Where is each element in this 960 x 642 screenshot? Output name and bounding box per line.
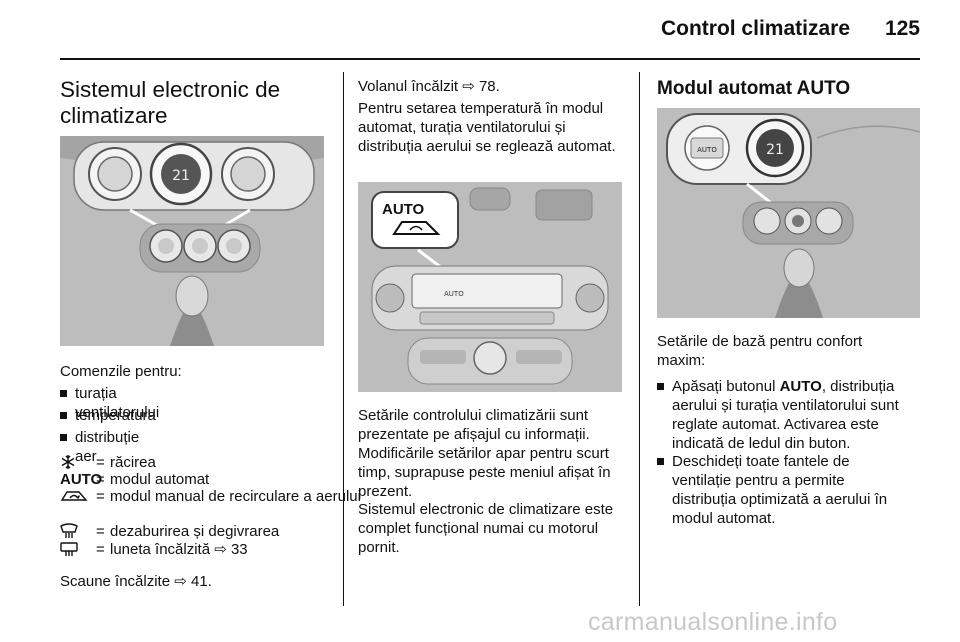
equals-sign: = [96, 488, 105, 505]
rear-window-heating-icon [60, 541, 96, 562]
list-item-text: Apăsați butonul AUTO, distribuția aerulu… [672, 377, 922, 453]
definition-text: modul automat [110, 471, 210, 488]
page-header-title: Control climatizare [660, 17, 850, 40]
svg-text:21: 21 [172, 168, 190, 184]
definition-text: dezaburirea și degivrarea [110, 523, 280, 540]
list-item-text: temperatura [75, 407, 156, 424]
controls-intro: Comenzile pentru: [60, 363, 182, 380]
definition-text: modul manual de recirculare a aerului [110, 488, 361, 505]
settings-intro: Setările de bază pentru confort maxim: [657, 333, 863, 369]
column-divider-1 [343, 72, 344, 606]
watermark: carmanualsonline.info [588, 608, 838, 636]
list-item-text: Deschideți toate fantele de ventilație p… [672, 453, 888, 527]
figure-display-text: 21 [766, 142, 784, 158]
heated-seats-reference: Scaune încălzite ⇨ 41. [60, 573, 212, 590]
heated-wheel-reference: Volanul încălzit ⇨ 78. [358, 78, 500, 95]
bullet1-prefix: Apăsați butonul [672, 378, 780, 395]
equals-sign: = [96, 541, 105, 558]
header-rule [60, 58, 920, 60]
figure-auto-button-label: AUTO [697, 146, 717, 154]
list-item-text: distribuție aer [75, 429, 140, 465]
auto-mode-figure: AUTO 21 [657, 108, 920, 318]
defrost-icon [60, 523, 96, 544]
equals-sign: = [96, 471, 105, 488]
auto-mode-heading: Modul automat AUTO [657, 78, 851, 99]
page-number: 125 [884, 17, 920, 40]
column-divider-2 [639, 72, 640, 606]
auto-button-reference: AUTO [779, 378, 822, 395]
bullet1-suffix: , distribuția aerului și turația ventila… [672, 378, 899, 452]
climate-display-figure: AUTO AUTO [358, 182, 622, 392]
auto-symbol: AUTO [60, 471, 103, 488]
equals-sign: = [96, 454, 105, 471]
auto-mode-paragraph: Pentru setarea temperatură în modul auto… [358, 100, 616, 155]
display-paragraph: Setările controlului climatizării sunt p… [358, 407, 611, 500]
snowflake-icon [60, 454, 96, 475]
climate-panel-figure: 21 [60, 136, 324, 346]
recirculation-icon [60, 488, 96, 509]
section-heading: Sistemul electronic de climatizare [60, 77, 281, 128]
definition-text: răcirea [110, 454, 156, 471]
callout-auto-label: AUTO [382, 201, 425, 218]
list-item-text: turația ventilatorului [75, 385, 160, 421]
equals-sign: = [96, 523, 105, 540]
definition-text: luneta încălzită ⇨ 33 [110, 541, 248, 558]
engine-paragraph: Sistemul electronic de climatizare este … [358, 501, 614, 556]
svg-text:AUTO: AUTO [444, 290, 464, 298]
